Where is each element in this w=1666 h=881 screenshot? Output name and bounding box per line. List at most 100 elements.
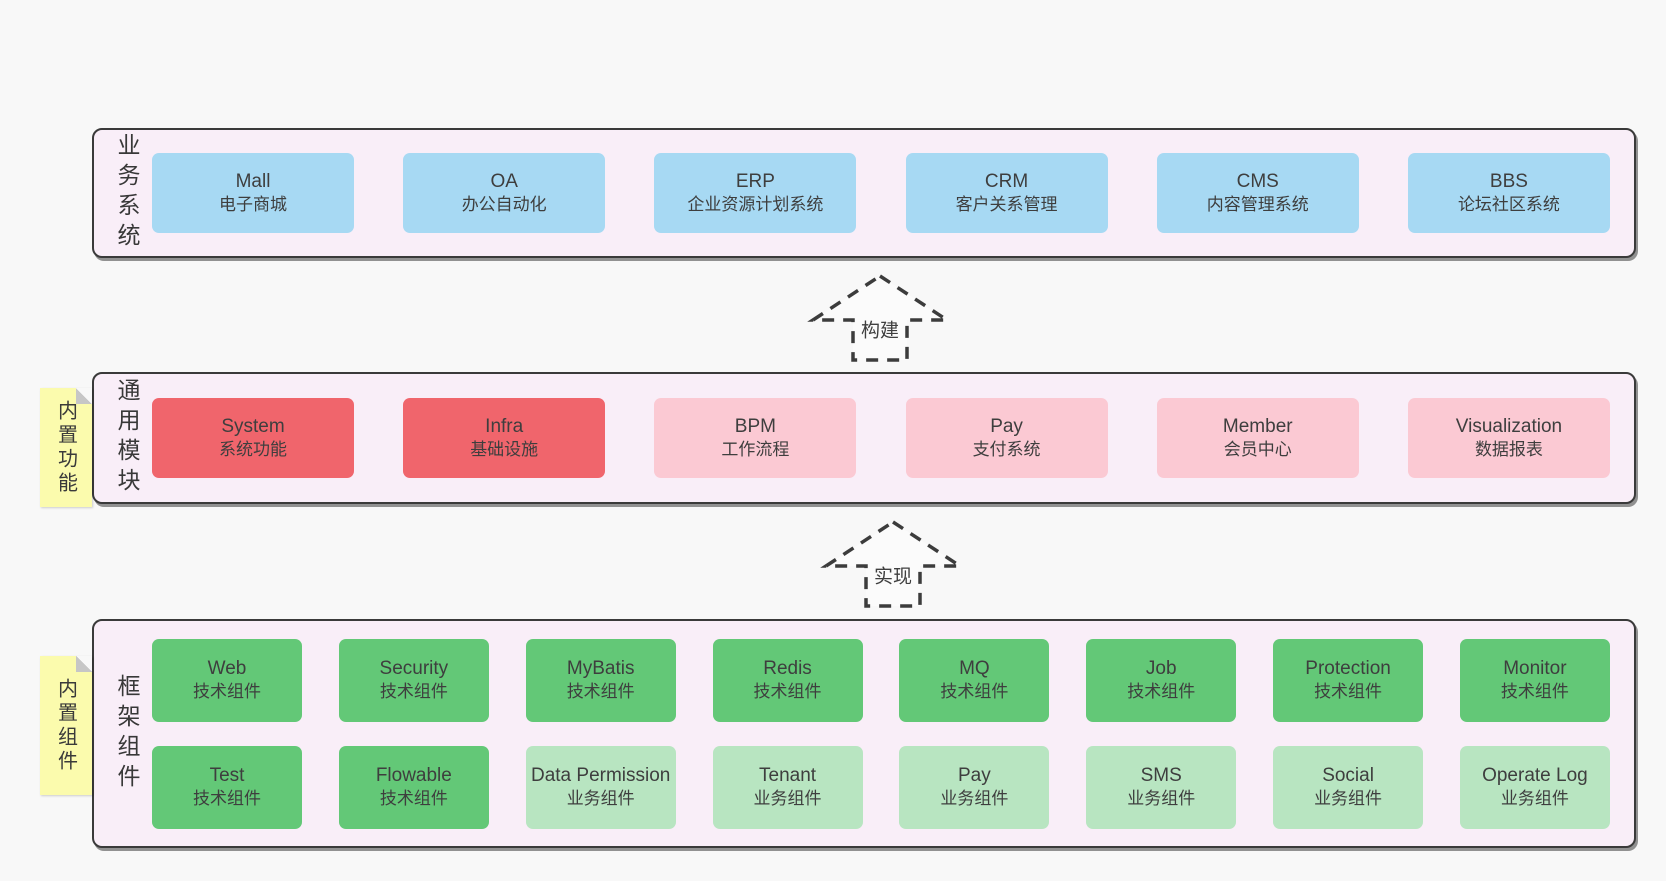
- box-name: Mall: [235, 171, 271, 193]
- build-arrow-label: 构建: [857, 314, 903, 344]
- box-subtitle: 业务组件: [1500, 789, 1569, 809]
- box-subtitle: 系统功能: [219, 440, 287, 460]
- sticky-note-text: 内置组件: [54, 677, 77, 774]
- folded-corner-icon: [76, 388, 92, 404]
- box-subtitle: 办公自动化: [461, 195, 547, 215]
- box-subtitle: 业务组件: [566, 789, 635, 809]
- box-name: Web: [207, 658, 247, 680]
- box-name: Flowable: [375, 765, 452, 787]
- box-subtitle: 业务组件: [1127, 789, 1196, 809]
- sticky-note-text: 内置功能: [54, 399, 77, 496]
- box-name: Job: [1145, 658, 1177, 680]
- box-name: Monitor: [1503, 658, 1567, 680]
- box-name: SMS: [1140, 765, 1182, 787]
- box-name: Pay: [990, 416, 1023, 438]
- box-subtitle: 支付系统: [972, 440, 1041, 460]
- sticky-note-builtin-components: 内置组件: [40, 656, 92, 795]
- box-subtitle: 技术组件: [193, 789, 261, 809]
- box-subtitle: 内容管理系统: [1206, 195, 1309, 215]
- box-subtitle: 业务组件: [753, 789, 822, 809]
- box-name: MyBatis: [566, 658, 635, 680]
- box-name: Infra: [485, 416, 524, 438]
- box-name: Redis: [763, 658, 812, 680]
- box-name: ERP: [735, 171, 775, 193]
- layer-label-framework-components: 框架组件: [114, 673, 140, 794]
- box-name: Operate Log: [1482, 765, 1588, 787]
- box-subtitle: 企业资源计划系统: [687, 195, 824, 215]
- box-name: System: [221, 416, 285, 438]
- box-subtitle: 技术组件: [193, 682, 261, 702]
- box-name: CRM: [984, 171, 1029, 193]
- box-subtitle: 技术组件: [753, 682, 822, 702]
- box-subtitle: 业务组件: [940, 789, 1009, 809]
- box-subtitle: 客户关系管理: [955, 195, 1058, 215]
- box-subtitle: 业务组件: [1314, 789, 1383, 809]
- box-name: MQ: [959, 658, 990, 680]
- box-name: Social: [1322, 765, 1374, 787]
- box-subtitle: 数据报表: [1474, 440, 1543, 460]
- box-subtitle: 电子商城: [219, 195, 287, 215]
- box-subtitle: 会员中心: [1223, 440, 1292, 460]
- box-subtitle: 技术组件: [1314, 682, 1383, 702]
- implement-arrow-icon: 实现: [818, 518, 968, 610]
- box-name: Data Permission: [530, 765, 671, 787]
- box-subtitle: 论坛社区系统: [1457, 195, 1560, 215]
- box-subtitle: 技术组件: [1127, 682, 1196, 702]
- box-name: Member: [1222, 416, 1293, 438]
- box-name: BPM: [734, 416, 776, 438]
- folded-corner-icon: [76, 656, 92, 672]
- build-arrow-icon: 构建: [805, 272, 955, 364]
- layer-label-common-modules: 通用模块: [114, 378, 140, 498]
- box-name: Test: [209, 765, 245, 787]
- box-name: Visualization: [1455, 416, 1563, 438]
- box-subtitle: 基础设施: [470, 440, 539, 460]
- box-subtitle: 工作流程: [721, 440, 790, 460]
- box-name: Security: [379, 658, 449, 680]
- box-name: Tenant: [759, 765, 817, 787]
- layer-label-business-systems: 业务系统: [114, 133, 140, 253]
- sticky-note-builtin-functions: 内置功能: [40, 388, 92, 507]
- box-name: CMS: [1236, 171, 1279, 193]
- box-subtitle: 技术组件: [1500, 682, 1569, 702]
- box-name: Protection: [1305, 658, 1391, 680]
- box-name: BBS: [1489, 171, 1528, 193]
- box-subtitle: 技术组件: [566, 682, 635, 702]
- box-name: Pay: [958, 765, 991, 787]
- box-subtitle: 技术组件: [379, 789, 448, 809]
- box-name: OA: [490, 171, 518, 193]
